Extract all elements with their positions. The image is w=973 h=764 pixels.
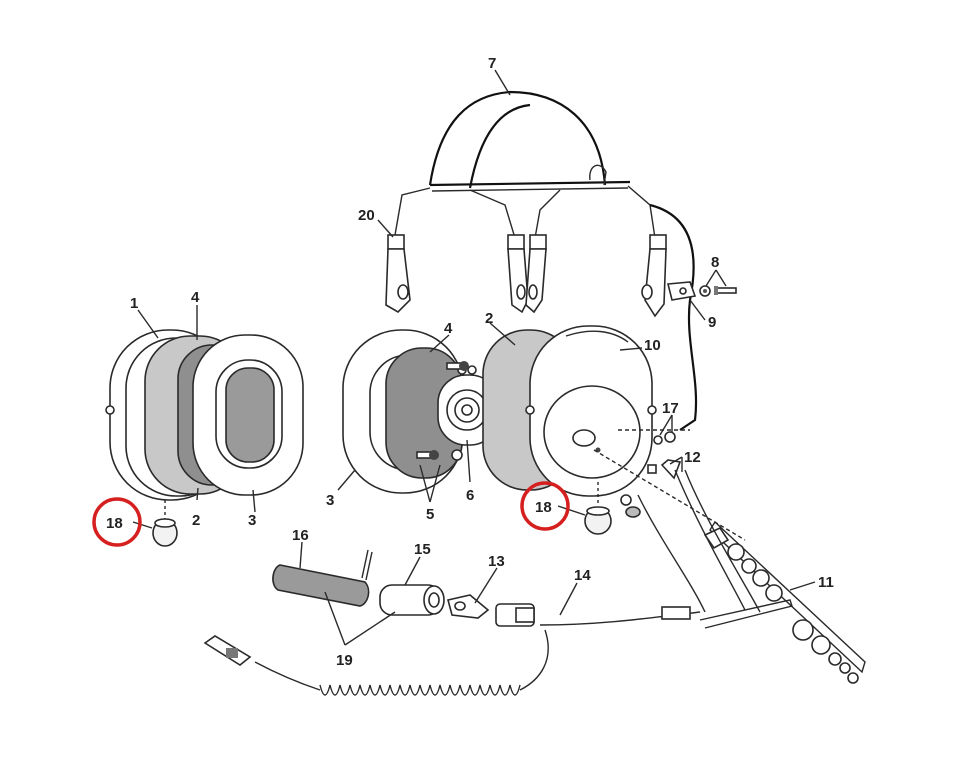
callout-1: 1	[130, 295, 138, 312]
callout-4-left: 4	[191, 289, 200, 306]
callout-3-middle: 3	[326, 492, 334, 509]
callout-7: 7	[488, 55, 496, 72]
callout-2-left: 2	[192, 512, 200, 529]
cable-cover-16	[272, 549, 373, 607]
callout-9: 9	[708, 314, 716, 331]
yoke-clip-left-inner	[507, 234, 529, 314]
callout-8: 8	[711, 254, 719, 271]
highlight-circle-right	[520, 481, 570, 531]
main-cable-14	[539, 469, 761, 626]
callout-13: 13	[488, 553, 505, 570]
callout-labels: 7 20 8 9 1 4 4 2 10 17 12 2 3 3 5 6 11 1…	[106, 55, 834, 669]
callout-18-left: 18	[106, 515, 123, 532]
yoke-clip-left-outer	[385, 234, 411, 314]
grommet-set-17	[653, 431, 676, 445]
bracket	[666, 281, 697, 301]
callout-12: 12	[684, 449, 701, 466]
highlight-circle-left	[92, 497, 142, 547]
mic-boom-11	[703, 520, 866, 684]
yoke-clip-right-outer	[641, 234, 667, 318]
screw-washer-set	[699, 285, 737, 297]
mounting-screws-5	[416, 361, 469, 460]
callout-11: 11	[818, 574, 834, 591]
headband	[428, 90, 631, 192]
cable-clip-13	[447, 594, 490, 619]
yoke-clip-right-inner	[525, 234, 547, 314]
callout-15: 15	[414, 541, 431, 558]
callout-4-middle: 4	[444, 320, 453, 337]
callout-6: 6	[466, 487, 474, 504]
plug-connector	[203, 635, 252, 666]
callout-14: 14	[574, 567, 591, 584]
connector-sleeve-15	[379, 584, 445, 616]
left-volume-knob	[152, 500, 178, 547]
callout-17: 17	[662, 400, 679, 417]
connector-parts	[620, 494, 641, 518]
callout-3-left: 3	[248, 512, 256, 529]
right-ear-cup-10	[525, 325, 657, 497]
cable-connector	[495, 603, 535, 627]
leader-lines	[132, 69, 816, 646]
callout-10: 10	[644, 337, 661, 354]
boom-rod	[699, 599, 793, 629]
right-volume-knob	[584, 482, 612, 535]
callout-5: 5	[426, 506, 434, 523]
left-ear-cushion-3	[192, 334, 304, 496]
headband-wires	[394, 185, 656, 239]
callout-16: 16	[292, 527, 309, 544]
callout-18-right: 18	[535, 499, 552, 516]
strain-relief-12	[593, 429, 746, 541]
callout-2-right: 2	[485, 310, 493, 327]
callout-20: 20	[358, 207, 375, 224]
coil-cord	[254, 629, 549, 696]
callout-19: 19	[336, 652, 353, 669]
